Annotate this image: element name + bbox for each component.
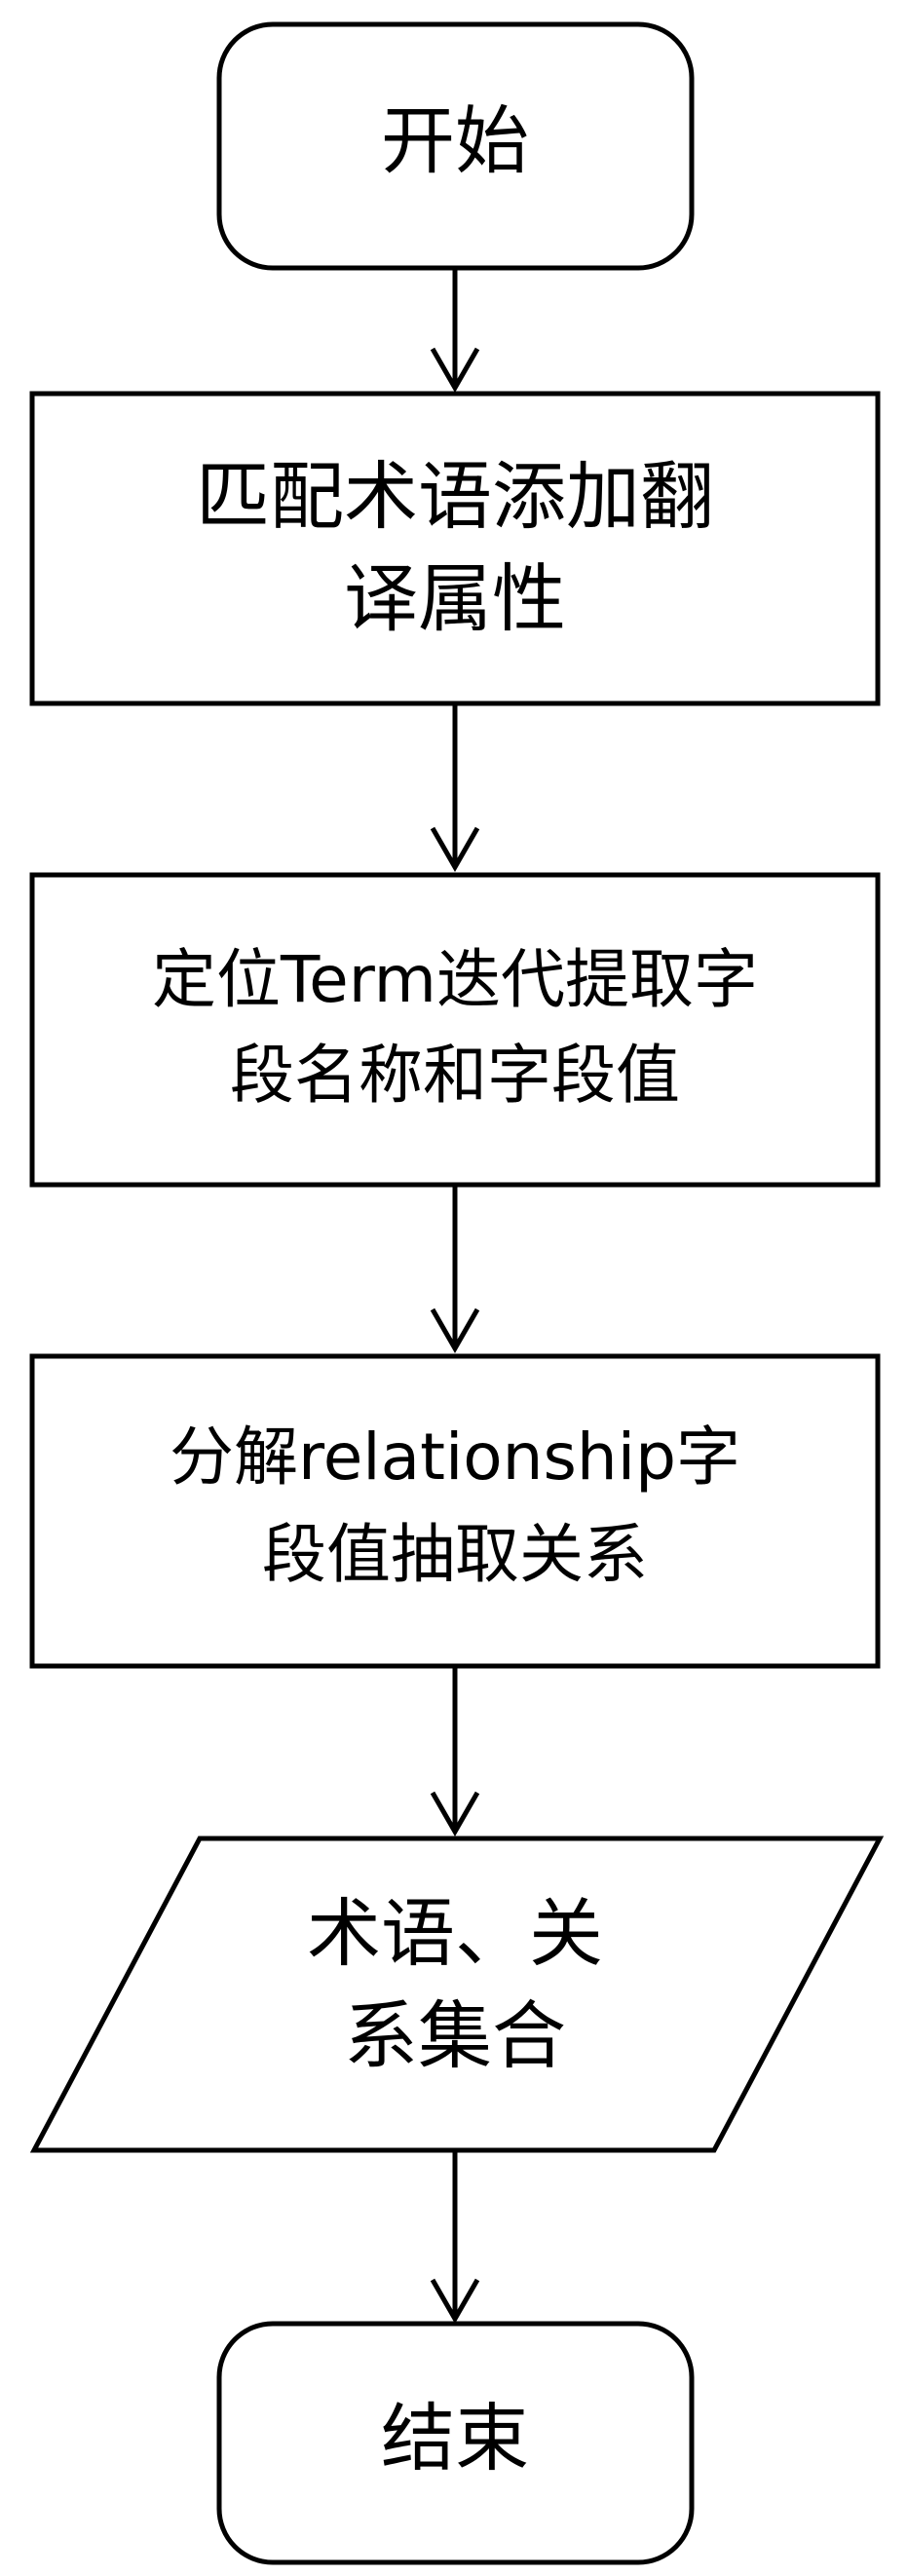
- process-match-terms-line1: 匹配术语添加翻: [196, 453, 714, 540]
- end-node: 结束: [216, 2321, 695, 2565]
- process-locate-term: 定位Term迭代提取字 段名称和字段值: [29, 872, 881, 1188]
- output-line1: 术语、关: [307, 1890, 603, 1977]
- start-node: 开始: [216, 21, 695, 271]
- arrow-step3-to-output: [430, 1666, 480, 1837]
- arrow-start-to-step1: [430, 268, 480, 394]
- output-line2: 系集合: [344, 1992, 566, 2079]
- process-match-terms: 匹配术语添加翻 译属性: [29, 391, 881, 706]
- process-decompose-relationship-line1: 分解relationship字: [170, 1420, 740, 1495]
- output-term-relation-set: 术语、关 系集合: [29, 1836, 885, 2153]
- arrow-output-to-end: [430, 2150, 480, 2325]
- process-decompose-relationship-line2: 段值抽取关系: [262, 1517, 648, 1592]
- arrow-step1-to-step2: [430, 703, 480, 873]
- arrow-step2-to-step3: [430, 1185, 480, 1354]
- process-locate-term-line1: 定位Term迭代提取字: [152, 942, 758, 1017]
- start-label: 开始: [381, 97, 529, 184]
- process-match-terms-line2: 译属性: [344, 555, 566, 642]
- process-locate-term-line2: 段名称和字段值: [230, 1038, 680, 1113]
- process-decompose-relationship: 分解relationship字 段值抽取关系: [29, 1353, 881, 1669]
- end-label: 结束: [381, 2395, 529, 2481]
